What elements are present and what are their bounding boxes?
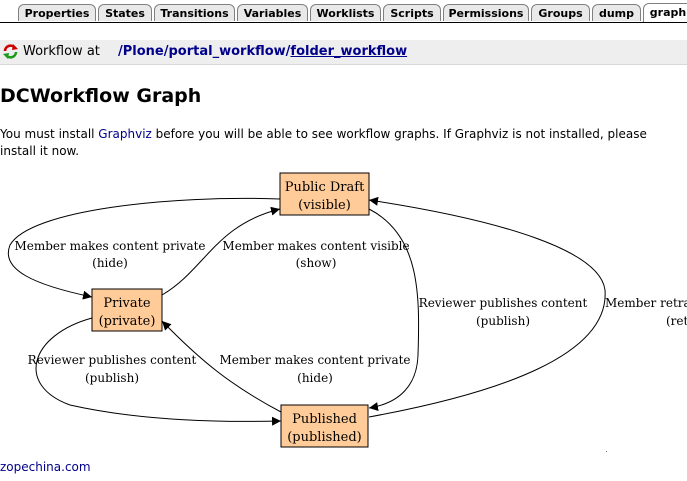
- svg-text:Member makes content visible: Member makes content visible: [222, 239, 409, 253]
- tab-transitions[interactable]: Transitions: [154, 4, 235, 21]
- svg-text:(publish): (publish): [85, 371, 139, 385]
- edge-label-publish-right: Reviewer publishes content (publish): [419, 296, 588, 328]
- svg-text:(retr: (retr: [666, 314, 687, 328]
- message-text-after: before you will be able to see workflow …: [0, 127, 647, 158]
- breadcrumb-path: /Plone/portal_workflow/folder_workflow: [118, 44, 407, 60]
- tab-properties[interactable]: Properties: [18, 4, 96, 21]
- svg-text:Published: Published: [292, 412, 357, 427]
- edge-label-publish-left: Reviewer publishes content (publish): [28, 353, 197, 385]
- breadcrumb: Workflow at /Plone/portal_workflow/folde…: [0, 40, 687, 65]
- node-published: Published (published): [280, 404, 369, 448]
- svg-text:(private): (private): [99, 314, 156, 329]
- svg-text:(visible): (visible): [298, 198, 351, 213]
- breadcrumb-link-portal-workflow[interactable]: /portal_workflow: [163, 44, 286, 59]
- svg-text:Reviewer publishes content: Reviewer publishes content: [419, 296, 588, 310]
- page-title: DCWorkflow Graph: [0, 85, 202, 107]
- edge-publish-left: [35, 317, 282, 426]
- workflow-graph: Member makes content private (hide) Memb…: [7, 172, 687, 448]
- message-text-before: You must install: [0, 127, 99, 141]
- breadcrumb-separator: /: [285, 44, 291, 59]
- svg-text:Reviewer publishes content: Reviewer publishes content: [28, 353, 197, 367]
- workflow-refresh-icon: [3, 44, 18, 59]
- tab-permissions[interactable]: Permissions: [443, 4, 529, 21]
- tab-groups[interactable]: Groups: [531, 4, 590, 21]
- breadcrumb-link-plone[interactable]: /Plone: [118, 44, 164, 59]
- svg-text:(published): (published): [287, 430, 362, 445]
- tab-variables[interactable]: Variables: [237, 4, 308, 21]
- install-message: You must install Graphviz before you wil…: [0, 126, 680, 160]
- edge-label-show: Member makes content visible (show): [222, 239, 409, 270]
- breadcrumb-label: Workflow at: [23, 44, 100, 59]
- graphviz-link[interactable]: Graphviz: [98, 127, 152, 141]
- tab-baseline: [0, 22, 687, 23]
- stray-dot: [606, 451, 607, 452]
- breadcrumb-link-folder-workflow[interactable]: folder_workflow: [290, 44, 408, 59]
- edge-retract: [368, 196, 606, 418]
- tab-dump[interactable]: dump: [592, 4, 641, 21]
- edge-label-hide-left: Member makes content private (hide): [14, 239, 205, 270]
- svg-text:(hide): (hide): [297, 371, 333, 385]
- tab-scripts[interactable]: Scripts: [383, 4, 441, 21]
- tab-worklists[interactable]: Worklists: [310, 4, 381, 21]
- edge-publish-right: [368, 208, 420, 412]
- tab-bar: Properties States Transitions Variables …: [0, 0, 687, 23]
- svg-text:(show): (show): [296, 256, 337, 270]
- svg-text:(hide): (hide): [92, 256, 128, 270]
- tab-graph[interactable]: graph: [643, 3, 687, 23]
- node-private: Private (private): [91, 288, 163, 332]
- edge-show: [161, 206, 281, 296]
- svg-text:Public Draft: Public Draft: [285, 180, 365, 195]
- node-public-draft: Public Draft (visible): [279, 172, 370, 216]
- svg-text:(publish): (publish): [476, 314, 530, 328]
- edge-hide-mid: [161, 320, 282, 413]
- edge-label-retract: Member retrac (retr: [605, 296, 687, 328]
- tab-states[interactable]: States: [98, 4, 152, 21]
- footer-text: zopechina.com: [0, 460, 91, 474]
- svg-text:Private: Private: [103, 296, 150, 311]
- svg-text:Member makes content private: Member makes content private: [14, 239, 205, 253]
- edge-label-hide-mid: Member makes content private (hide): [219, 353, 410, 385]
- svg-text:Member makes content private: Member makes content private: [219, 353, 410, 367]
- svg-text:Member retrac: Member retrac: [605, 296, 687, 310]
- edge-hide-left: [7, 197, 281, 300]
